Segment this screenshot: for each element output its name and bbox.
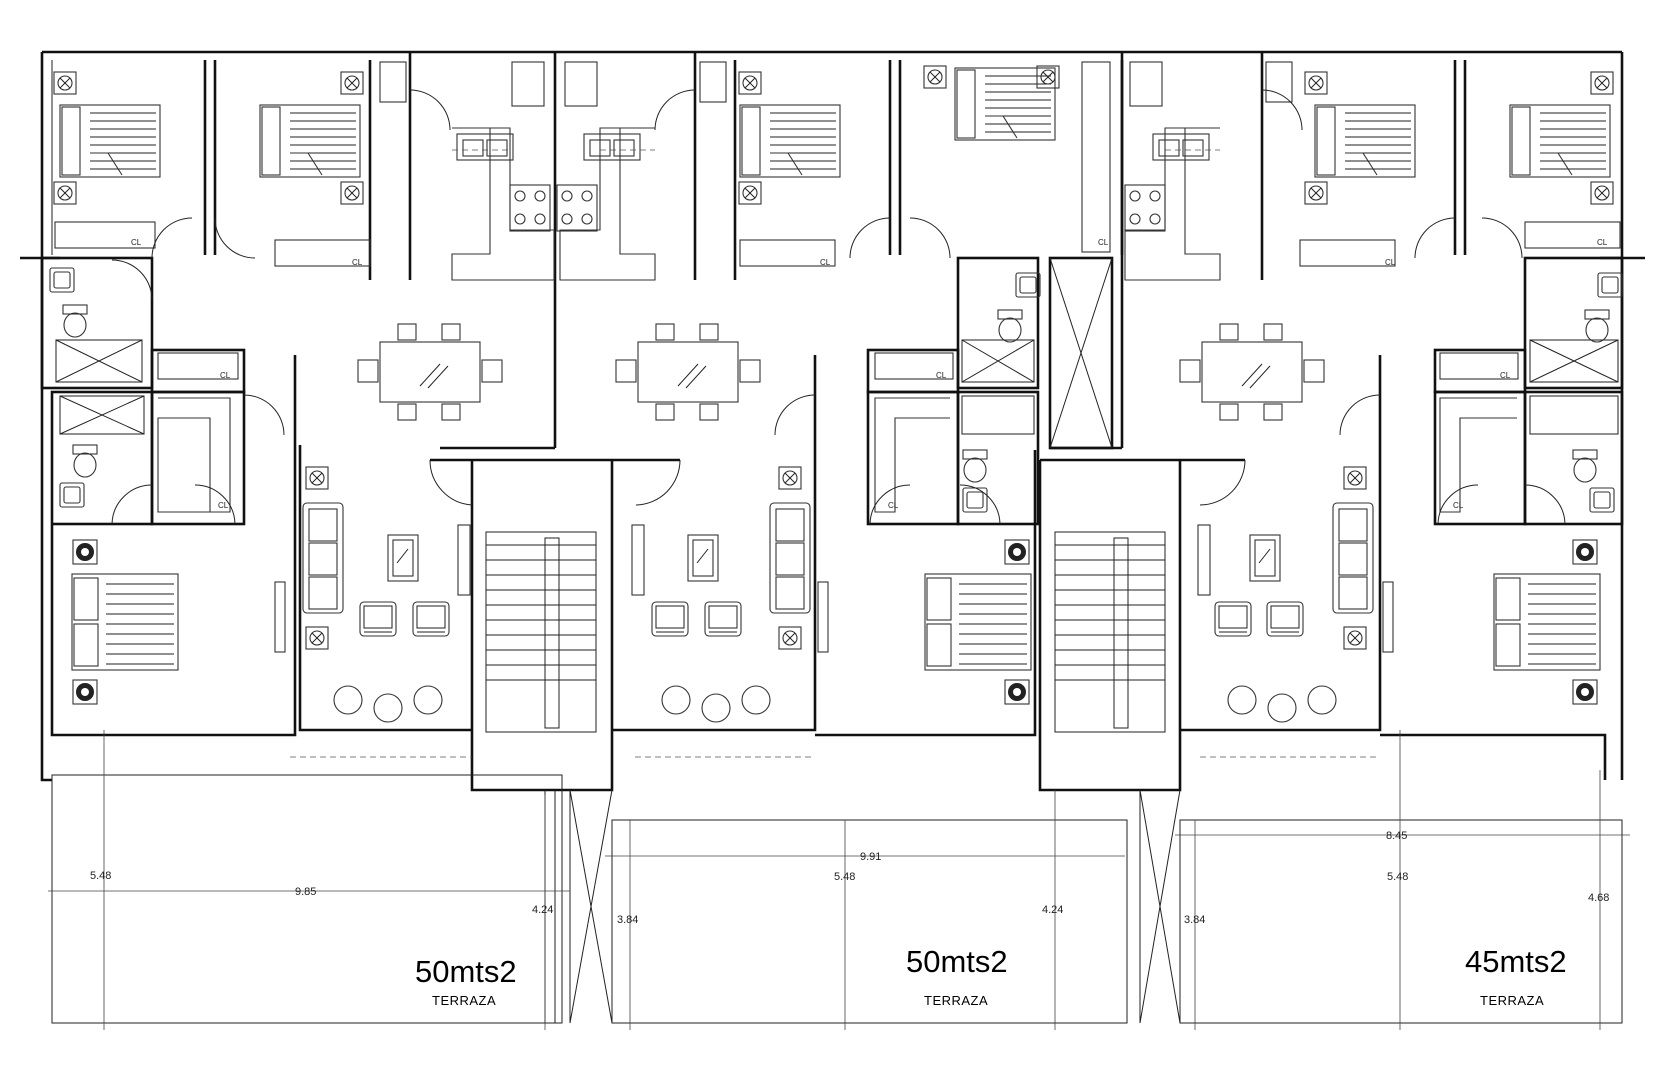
cl-label: CL xyxy=(220,371,231,380)
cl-label: CL xyxy=(936,371,947,380)
cl-label: CL xyxy=(1098,238,1109,247)
cl-label: CL xyxy=(131,238,142,247)
closet-labels: CL CL CL CL CL CL CL CL CL CL CL CL xyxy=(131,238,1608,510)
terrace-furniture xyxy=(333,685,1337,723)
dim-u1-depth: 5.48 xyxy=(90,870,111,882)
stairs-right xyxy=(1054,531,1166,733)
dim-u2-side-right: 4.24 xyxy=(1042,904,1063,916)
cl-label: CL xyxy=(1500,371,1511,380)
dim-u2-width: 9.91 xyxy=(860,851,881,863)
unit-2-area: 50mts2 xyxy=(906,944,1008,979)
dim-u1-width: 9.85 xyxy=(295,886,316,898)
unit-1-area: 50mts2 xyxy=(415,954,517,989)
cl-label: CL xyxy=(352,258,363,267)
dimension-labels: 5.48 9.85 4.24 3.84 9.91 5.48 4.24 3.84 … xyxy=(90,830,1609,926)
walls xyxy=(20,50,1645,792)
dim-u1-side: 4.24 xyxy=(532,904,553,916)
unit-2-terrace-label: TERRAZA xyxy=(924,993,988,1008)
closets xyxy=(157,352,1519,513)
bedrooms-upper xyxy=(53,61,1621,267)
cl-label: CL xyxy=(218,501,229,510)
cl-label: CL xyxy=(1597,238,1608,247)
dim-u2-side-left: 3.84 xyxy=(617,914,638,926)
stairs-left xyxy=(485,531,597,733)
dimension-lines xyxy=(48,730,1630,1030)
area-labels: 50mts2 TERRAZA 50mts2 TERRAZA 45mts2 TER… xyxy=(415,944,1567,1008)
kitchen-unit-2 xyxy=(556,61,727,281)
cl-label: CL xyxy=(1385,258,1396,267)
bathroom-fixtures xyxy=(49,267,1623,513)
cl-label: CL xyxy=(1453,501,1464,510)
dining-tables xyxy=(357,323,1325,421)
dim-u3-side-left: 3.84 xyxy=(1184,914,1205,926)
kitchen-unit-3 xyxy=(1124,61,1293,281)
dim-u2-depth: 5.48 xyxy=(834,871,855,883)
dim-u3-depth: 5.48 xyxy=(1387,871,1408,883)
unit-3-terrace-label: TERRAZA xyxy=(1480,993,1544,1008)
unit-3-area: 45mts2 xyxy=(1465,944,1567,979)
cl-label: CL xyxy=(888,501,899,510)
kitchen-unit-1 xyxy=(379,61,555,281)
terraces xyxy=(51,756,1623,1024)
cl-label: CL xyxy=(820,258,831,267)
living-rooms xyxy=(274,466,1394,653)
dim-u3-side-right: 4.68 xyxy=(1588,892,1609,904)
door-swings xyxy=(111,89,1566,525)
unit-1-terrace-label: TERRAZA xyxy=(432,993,496,1008)
dim-u3-width: 8.45 xyxy=(1386,830,1407,842)
